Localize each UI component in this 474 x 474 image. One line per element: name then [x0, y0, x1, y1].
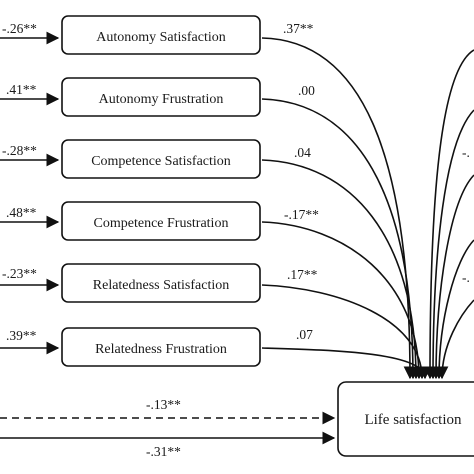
predictor-row-4: .48** Competence Frustration -.17**	[0, 201, 426, 380]
predictor-label: Autonomy Satisfaction	[96, 30, 226, 45]
outgoing-coefficient: .07	[296, 327, 313, 342]
incoming-coefficient: -.26**	[2, 21, 37, 36]
outgoing-coefficient: .17**	[287, 267, 318, 282]
predictor-box	[61, 201, 261, 241]
direct-path-dashed: -.13**	[0, 397, 336, 425]
incoming-coefficient: .39**	[6, 328, 37, 343]
predictor-row-5: -.23** Relatedness Satisfaction .17**	[0, 263, 429, 380]
predictor-box	[61, 327, 261, 367]
outgoing-path	[261, 221, 426, 380]
solid-path-coefficient: -.31**	[146, 444, 181, 459]
outgoing-path	[261, 347, 432, 380]
predictor-box	[61, 15, 261, 55]
incoming-coefficient: .48**	[6, 205, 37, 220]
predictor-label: Competence Frustration	[94, 216, 229, 231]
right-curve-2	[426, 109, 474, 380]
outcome-box	[337, 381, 474, 457]
outgoing-path	[261, 159, 423, 380]
predictor-box	[61, 139, 261, 179]
predictor-label: Autonomy Frustration	[99, 92, 224, 107]
outcome-label: Life satisfaction	[364, 412, 462, 428]
outgoing-coefficient: .00	[298, 83, 315, 98]
predictor-label: Relatedness Frustration	[95, 342, 227, 357]
right-side-paths: -. -.	[423, 49, 474, 380]
incoming-coefficient: -.23**	[2, 266, 37, 281]
right-curve-3	[429, 174, 474, 380]
right-curve-1	[423, 49, 474, 380]
predictor-label: Relatedness Satisfaction	[93, 278, 229, 293]
outgoing-coefficient: -.17**	[284, 207, 319, 222]
outgoing-path	[261, 98, 420, 380]
outcome-node: Life satisfaction	[337, 381, 474, 457]
right-curve-4	[432, 239, 474, 380]
dashed-path-coefficient: -.13**	[146, 397, 181, 412]
outgoing-path	[261, 284, 429, 380]
predictor-box	[61, 77, 261, 117]
predictor-row-6: .39** Relatedness Frustration .07	[0, 327, 432, 380]
incoming-coefficient: .41**	[6, 82, 37, 97]
right-partial-label-2: -.	[462, 270, 470, 285]
outgoing-coefficient: .37**	[283, 21, 314, 36]
right-partial-label-1: -.	[462, 145, 470, 160]
predictor-label: Competence Satisfaction	[91, 154, 231, 169]
right-curve-5	[435, 299, 474, 380]
predictor-box	[61, 263, 261, 303]
predictor-row-1: -.26** Autonomy Satisfaction .37**	[0, 15, 417, 380]
predictor-row-2: .41** Autonomy Frustration .00	[0, 77, 420, 380]
predictor-row-3: -.28** Competence Satisfaction .04	[0, 139, 423, 380]
direct-path-solid: -.31**	[0, 431, 336, 459]
outgoing-coefficient: .04	[294, 145, 311, 160]
incoming-coefficient: -.28**	[2, 143, 37, 158]
